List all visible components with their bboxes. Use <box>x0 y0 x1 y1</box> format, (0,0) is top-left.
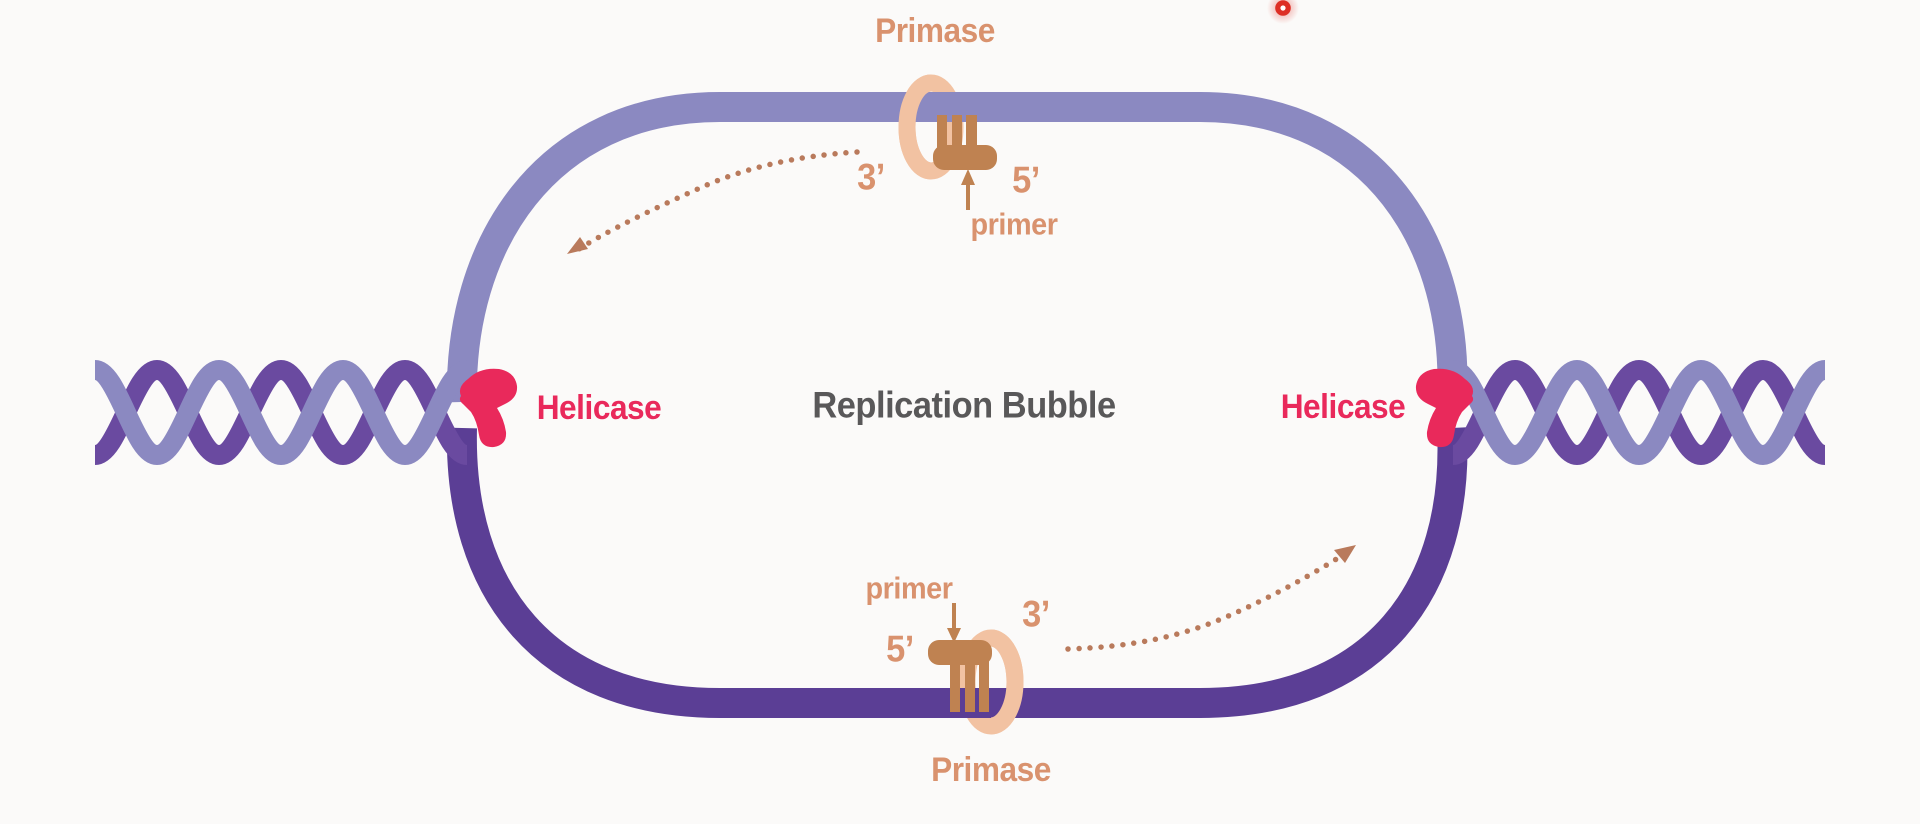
bubble-top-strand-icon <box>446 92 1468 403</box>
dna-helix-left-icon <box>92 359 470 466</box>
helix-right-light-strand <box>1450 359 1828 466</box>
primer-top-icon <box>933 115 997 170</box>
helix-left-dark-strand <box>92 359 470 466</box>
primase-top-label: Primase <box>875 12 995 50</box>
three-prime-bottom-label: 3’ <box>1022 593 1050 635</box>
helicase-left-label: Helicase <box>536 389 662 427</box>
bubble-title-label: Replication Bubble <box>812 384 1116 426</box>
primer-top-label: primer <box>970 206 1058 242</box>
dna-helix-right-icon <box>1450 359 1828 466</box>
helix-left-light-strand <box>92 359 470 466</box>
primer-bottom-icon <box>928 640 992 712</box>
five-prime-top-label: 5’ <box>1012 159 1040 201</box>
helicase-left-icon <box>459 368 518 448</box>
synthesis-arrow-bottom-icon <box>1065 545 1356 652</box>
primase-bottom-label: Primase <box>931 751 1051 789</box>
helix-right-dark-strand <box>1450 359 1828 466</box>
laser-pointer-icon <box>1267 0 1299 24</box>
primer-pointer-top-icon <box>961 169 975 210</box>
primer-pointer-bottom-icon <box>947 603 961 643</box>
primase-ring-top-front-limb <box>898 74 932 180</box>
five-prime-bottom-label: 5’ <box>886 628 914 670</box>
helicase-right-icon <box>1415 368 1474 448</box>
synthesis-arrow-top-icon <box>567 149 860 254</box>
three-prime-top-label: 3’ <box>857 156 885 198</box>
primer-bottom-label: primer <box>865 570 953 606</box>
primase-ring-bottom-front-limb <box>990 629 1024 735</box>
helicase-right-label: Helicase <box>1280 388 1406 426</box>
